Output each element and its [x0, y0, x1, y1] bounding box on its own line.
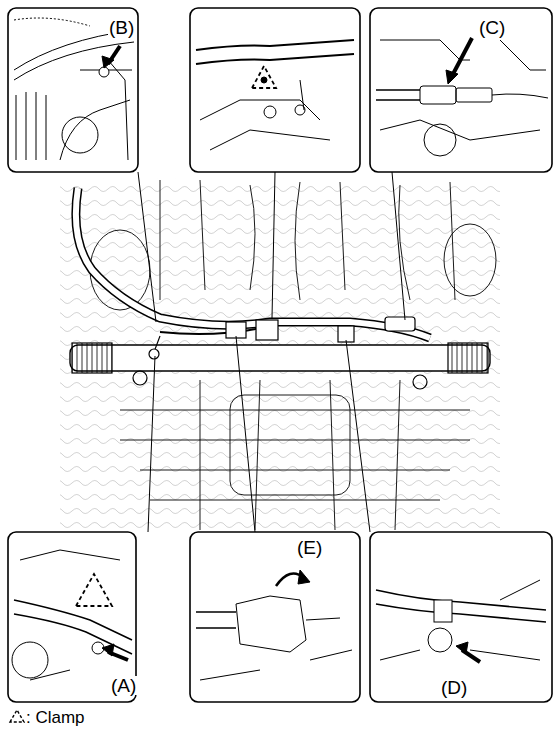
callout-letter: (C)	[478, 18, 506, 37]
callout-letter: (B)	[108, 18, 135, 37]
callout-letter: (D)	[440, 678, 468, 697]
callout-letter: (A)	[110, 676, 137, 695]
clamp-symbol	[10, 710, 24, 722]
legend-text: : Clamp	[26, 709, 85, 726]
callout-letter: (E)	[296, 538, 323, 557]
